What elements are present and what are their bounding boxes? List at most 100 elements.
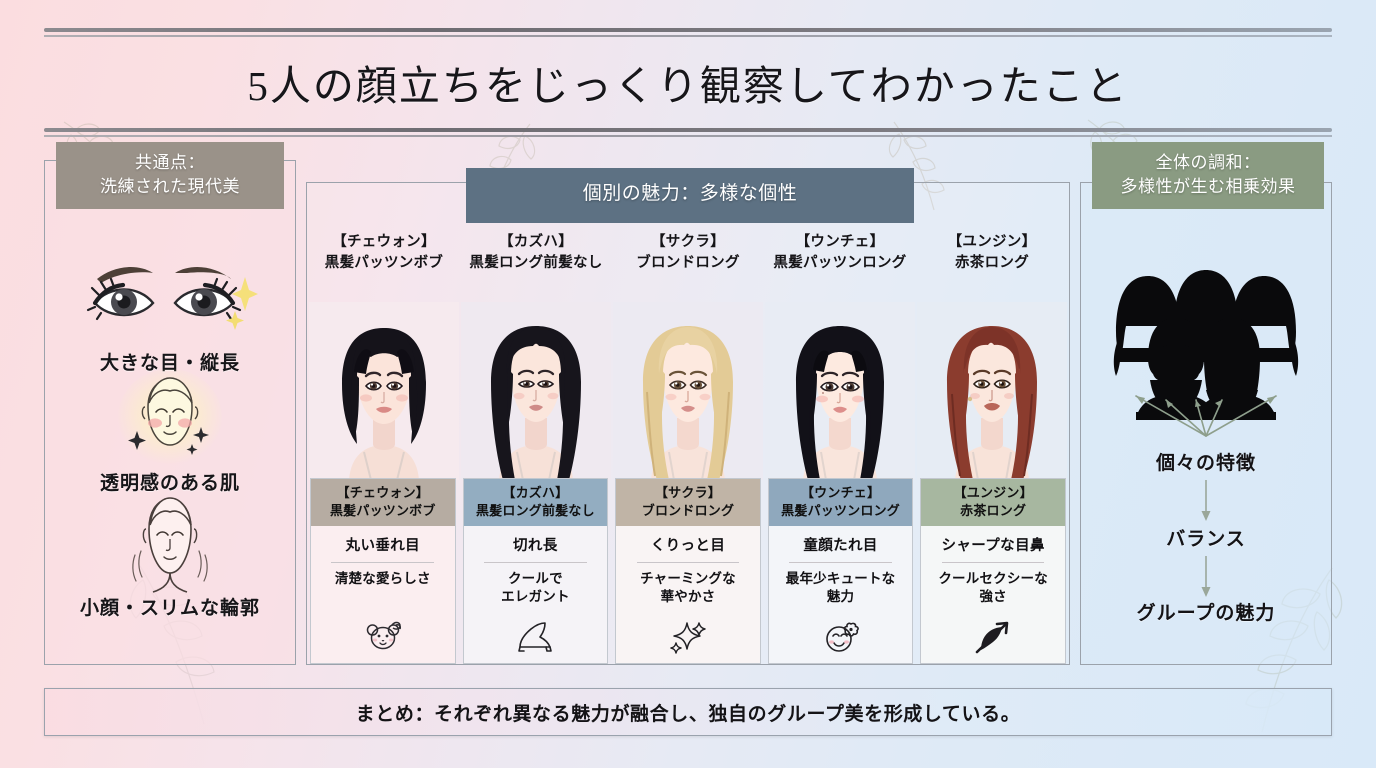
smiling-face-icon: [820, 617, 862, 657]
charm-card-charm-eunchae: 最年少キュートな 魅力: [785, 570, 896, 605]
portrait-item-kazuha: 【カズハ】 黒髪ロング前髪なし: [460, 232, 612, 480]
charm-card-sakura[interactable]: 【サクラ】 ブロンドロング くりっと目 チャーミングな 華やかさ: [615, 478, 761, 664]
charm-card-header-eunchae: 【ウンチェ】 黒髪パッツンロング: [768, 479, 913, 526]
page-title: 5人の顔立ちをじっくり観察してわかったこと: [247, 63, 1129, 109]
flow-label-balance: バランス: [1166, 529, 1246, 550]
trait-item-skin: 透明感のある肌: [44, 369, 296, 495]
charm-card-yunjin[interactable]: 【ユンジン】 赤茶ロング シャープな目鼻 クールセクシーな 強さ: [920, 478, 1066, 664]
charm-card-hair-chaewon: 黒髪パッツンボブ: [329, 502, 436, 518]
charm-card-header-kazuha: 【カズハ】 黒髪ロング前髪なし: [463, 479, 608, 526]
charm-card-header-sakura: 【サクラ】 ブロンドロング: [616, 479, 760, 526]
common-traits-banner: 共通点： 洗練された現代美: [56, 142, 284, 210]
charm-card-eye-yunjin: シャープな目鼻: [941, 537, 1045, 554]
summary-text: まとめ：それぞれ異なる魅力が融合し、独自のグループ美を形成している。: [355, 703, 1021, 725]
charm-card-body-kazuha: 切れ長 クールで エレガント: [463, 525, 608, 663]
charm-card-header-yunjin: 【ユンジン】 赤茶ロング: [921, 479, 1065, 526]
card-divider: [331, 561, 435, 563]
portrait-image-eunchae: [764, 302, 916, 480]
summary-bar: まとめ：それぞれ異なる魅力が融合し、独自のグループ美を形成している。: [44, 688, 1332, 736]
portrait-caption-chaewon: 【チェウォン】 黒髪パッツンボブ: [308, 232, 460, 274]
portrait-image-sakura: [612, 302, 764, 480]
charm-card-charm-sakura: チャーミングな 華やかさ: [640, 570, 736, 605]
portrait-hair-kazuha: 黒髪ロング前髪なし: [469, 255, 603, 272]
common-traits-banner-label: 共通点： 洗練された現代美: [100, 153, 240, 197]
five-women-silhouette-icon: [1090, 240, 1322, 440]
card-divider: [789, 561, 892, 563]
high-heel-icon: [514, 617, 556, 657]
portraits-row: 【チェウォン】 黒髪パッツンボブ: [308, 232, 1068, 480]
portrait-caption-kazuha: 【カズハ】 黒髪ロング前髪なし: [460, 232, 612, 274]
eyes-sparkle-icon: [44, 250, 296, 346]
trait-label-skin: 透明感のある肌: [99, 473, 240, 494]
charm-card-charm-chaewon: 清楚な愛らしさ: [334, 570, 431, 586]
portrait-item-sakura: 【サクラ】 ブロンドロング: [612, 232, 764, 480]
group-harmony-panel: [1080, 182, 1332, 665]
portrait-item-yunjin: 【ユンジン】 赤茶ロング: [916, 232, 1068, 480]
charm-card-eye-kazuha: 切れ長: [513, 537, 558, 554]
portrait-image-chaewon: [308, 302, 460, 480]
charm-card-hair-kazuha: 黒髪ロング前髪なし: [475, 502, 595, 518]
group-harmony-banner: 全体の調和： 多様性が生む相乗効果: [1092, 142, 1324, 210]
charm-card-body-chaewon: 丸い垂れ目 清楚な愛らしさ: [311, 525, 455, 663]
charm-card-chaewon[interactable]: 【チェウォン】 黒髪パッツンボブ 丸い垂れ目 清楚な愛らしさ: [310, 478, 456, 664]
portrait-name-chaewon: 【チェウォン】: [332, 234, 436, 250]
charm-cards-row: 【チェウォン】 黒髪パッツンボブ 丸い垂れ目 清楚な愛らしさ: [310, 478, 1066, 664]
trait-item-face-shape: 小顔・スリムな輪郭: [44, 495, 296, 620]
portrait-name-kazuha: 【カズハ】: [499, 234, 573, 250]
individual-charms-banner-label: 個別の魅力：多様な個性: [582, 183, 798, 204]
bear-face-icon: [363, 617, 403, 657]
charm-card-name-eunchae: 【ウンチェ】: [800, 485, 881, 500]
charm-card-name-sakura: 【サクラ】: [654, 485, 721, 500]
portrait-caption-yunjin: 【ユンジン】 赤茶ロング: [916, 232, 1068, 274]
charm-card-charm-kazuha: クールで エレガント: [501, 570, 570, 605]
charm-card-name-kazuha: 【カズハ】: [502, 485, 569, 500]
page-title-block: 5人の顔立ちをじっくり観察してわかったこと: [44, 28, 1332, 138]
portrait-image-kazuha: [460, 302, 612, 480]
portrait-caption-eunchae: 【ウンチェ】 黒髪パッツンロング: [764, 232, 916, 274]
portrait-hair-eunchae: 黒髪パッツンロング: [773, 255, 907, 272]
charm-card-header-chaewon: 【チェウォン】 黒髪パッツンボブ: [311, 479, 455, 526]
group-harmony-banner-label: 全体の調和： 多様性が生む相乗効果: [1120, 153, 1296, 197]
portrait-hair-chaewon: 黒髪パッツンボブ: [324, 255, 444, 272]
title-rule-top: [44, 28, 1332, 38]
portrait-name-sakura: 【サクラ】: [651, 234, 725, 250]
portrait-item-chaewon: 【チェウォン】 黒髪パッツンボブ: [308, 232, 460, 480]
charm-card-eye-chaewon: 丸い垂れ目: [345, 537, 421, 554]
title-rule-bottom: [44, 128, 1332, 138]
portrait-hair-sakura: ブロンドロング: [636, 255, 740, 272]
charm-card-eye-sakura: くりっと目: [650, 537, 726, 554]
charm-card-hair-yunjin: 赤茶ロング: [960, 502, 1027, 518]
charm-card-body-eunchae: 童顔たれ目 最年少キュートな 魅力: [768, 525, 913, 663]
individual-charms-banner: 個別の魅力：多様な個性: [466, 168, 914, 223]
sparkles-icon: [667, 617, 709, 657]
charm-card-charm-yunjin: クールセクシーな 強さ: [938, 570, 1048, 605]
charm-card-hair-eunchae: 黒髪パッツンロング: [781, 502, 900, 518]
portrait-item-eunchae: 【ウンチェ】 黒髪パッツンロング: [764, 232, 916, 480]
charm-card-name-yunjin: 【ユンジン】: [953, 485, 1033, 500]
flow-arrow-1: [1080, 480, 1332, 522]
glowing-face-icon: [44, 369, 296, 466]
bow-arrow-icon: [973, 617, 1013, 657]
portrait-caption-sakura: 【サクラ】 ブロンドロング: [612, 232, 764, 274]
portrait-name-yunjin: 【ユンジン】: [947, 234, 1037, 250]
flow-label-group-charm: グループの魅力: [1136, 603, 1276, 624]
slim-face-outline-icon: [44, 495, 296, 593]
card-divider: [484, 561, 587, 563]
charm-card-eunchae[interactable]: 【ウンチェ】 黒髪パッツンロング 童顔たれ目 最年少キュートな 魅力: [767, 478, 914, 664]
charm-card-name-chaewon: 【チェウォン】: [336, 485, 429, 500]
flow-arrow-2: [1080, 556, 1332, 598]
trait-label-eyes: 大きな目・縦長: [99, 353, 240, 374]
charm-card-body-sakura: くりっと目 チャーミングな 華やかさ: [616, 525, 760, 663]
charm-card-kazuha[interactable]: 【カズハ】 黒髪ロング前髪なし 切れ長 クールで エレガント: [462, 478, 609, 664]
charm-card-eye-eunchae: 童顔たれ目: [803, 537, 878, 554]
portrait-name-eunchae: 【ウンチェ】: [795, 234, 885, 250]
charm-card-hair-sakura: ブロンドロング: [641, 502, 735, 518]
card-divider: [636, 561, 740, 563]
trait-label-face-shape: 小顔・スリムな輪郭: [79, 598, 260, 619]
trait-item-eyes: 大きな目・縦長: [44, 250, 296, 375]
portrait-image-yunjin: [916, 302, 1068, 480]
portrait-hair-yunjin: 赤茶ロング: [955, 255, 1029, 272]
charm-card-body-yunjin: シャープな目鼻 クールセクシーな 強さ: [921, 525, 1065, 663]
card-divider: [941, 561, 1045, 563]
